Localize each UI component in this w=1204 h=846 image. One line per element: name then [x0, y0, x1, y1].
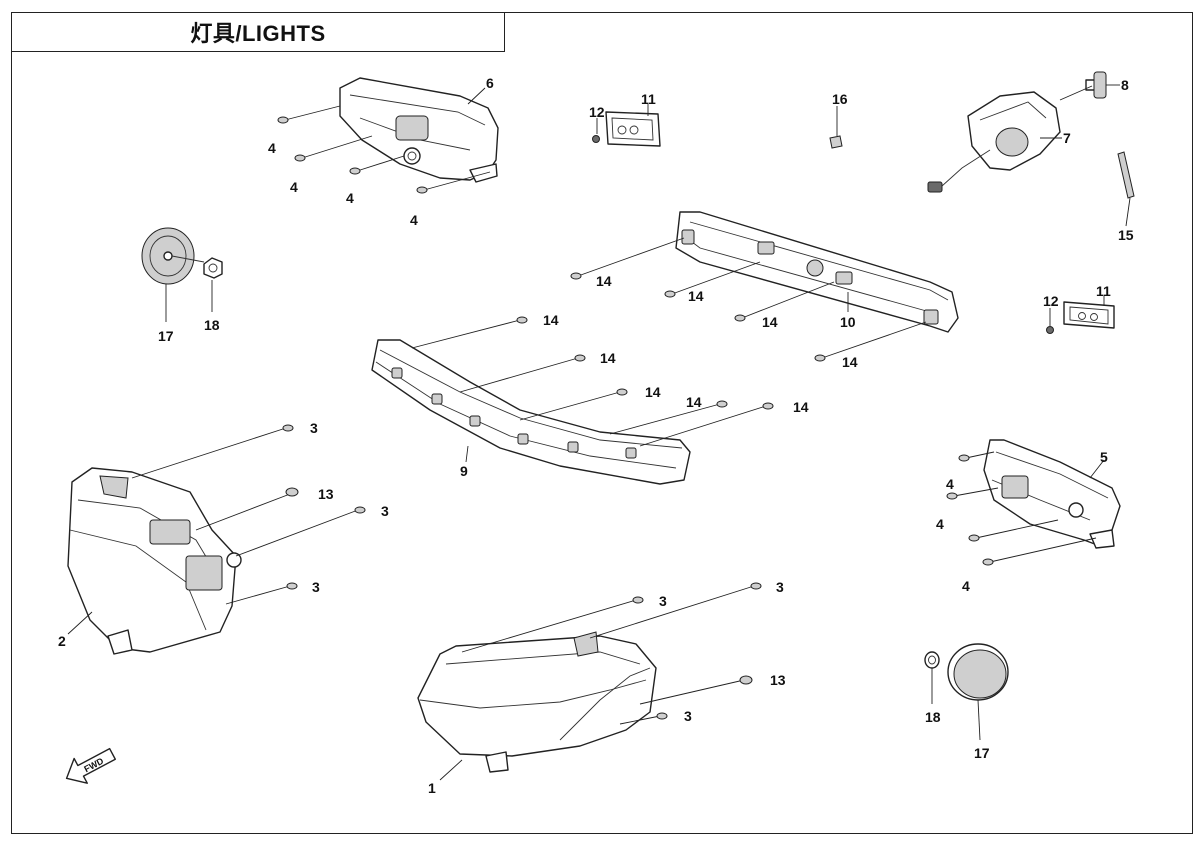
callout-18: 18: [925, 709, 941, 725]
callout-14: 14: [600, 350, 616, 366]
screws-4-top: [277, 105, 491, 194]
callout-3: 3: [310, 420, 318, 436]
callout-16: 16: [832, 91, 848, 107]
callout-9: 9: [460, 463, 468, 479]
callout-12: 12: [1043, 293, 1059, 309]
callout-14: 14: [543, 312, 559, 328]
callout-10: 10: [840, 314, 856, 330]
callout-12: 12: [589, 104, 605, 120]
callout-14: 14: [762, 314, 778, 330]
part-17-reflector-right: [947, 643, 1009, 701]
screws-14-upper: [570, 237, 927, 362]
screws-3-right: [461, 582, 762, 725]
callout-14: 14: [793, 399, 809, 415]
callout-3: 3: [381, 503, 389, 519]
part-11-lens-top: [592, 111, 661, 147]
callout-11: 11: [1096, 283, 1111, 299]
callout-14: 14: [688, 288, 704, 304]
part-18-nut-left: [203, 257, 223, 279]
part-7-license-light: [927, 91, 1061, 193]
callout-15: 15: [1118, 227, 1134, 243]
callout-13: 13: [770, 672, 786, 688]
part-6-tail-light-housing: [339, 77, 499, 183]
callout-8: 8: [1121, 77, 1129, 93]
part-18-nut-right: [924, 651, 940, 669]
callout-11: 11: [641, 91, 656, 107]
callout-14: 14: [596, 273, 612, 289]
part-11-lens-right: [1046, 301, 1115, 334]
callout-4: 4: [268, 140, 276, 156]
callout-14: 14: [842, 354, 858, 370]
callout-13: 13: [318, 486, 334, 502]
screws-3-left: [131, 424, 366, 605]
callout-18: 18: [204, 317, 220, 333]
callout-14: 14: [645, 384, 661, 400]
callout-4: 4: [946, 476, 954, 492]
callout-1: 1: [428, 780, 436, 796]
callout-3: 3: [776, 579, 784, 595]
callout-14: 14: [686, 394, 702, 410]
callout-7: 7: [1063, 130, 1071, 146]
callout-3: 3: [684, 708, 692, 724]
callout-3: 3: [312, 579, 320, 595]
callout-4: 4: [962, 578, 970, 594]
callout-17: 17: [158, 328, 174, 344]
screws-4-right: [946, 451, 1097, 566]
fwd-arrow-icon: FWD: [65, 747, 117, 784]
callout-6: 6: [486, 75, 494, 91]
callout-2: 2: [58, 633, 66, 649]
diagram-frame: [11, 12, 1193, 834]
part-17-reflector-left: [141, 227, 205, 285]
callout-4: 4: [936, 516, 944, 532]
part-16-clip: [829, 135, 843, 149]
part-9-front-light-bar: [371, 339, 691, 485]
page-title: 灯具/LIGHTS: [11, 12, 505, 52]
part-1-right-headlight: [417, 631, 657, 773]
callout-17: 17: [974, 745, 990, 761]
part-2-left-headlight: [67, 467, 242, 655]
callout-4: 4: [346, 190, 354, 206]
callout-4: 4: [410, 212, 418, 228]
callout-5: 5: [1100, 449, 1108, 465]
part-5-tail-light-housing-right: [983, 439, 1121, 549]
part-8-bolt: [1085, 71, 1107, 99]
callout-3: 3: [659, 593, 667, 609]
part-10-rear-light-bar: [675, 211, 959, 333]
callout-4: 4: [290, 179, 298, 195]
part-15-reflector-strip: [1117, 151, 1135, 199]
screws-14-lower: [411, 316, 774, 447]
